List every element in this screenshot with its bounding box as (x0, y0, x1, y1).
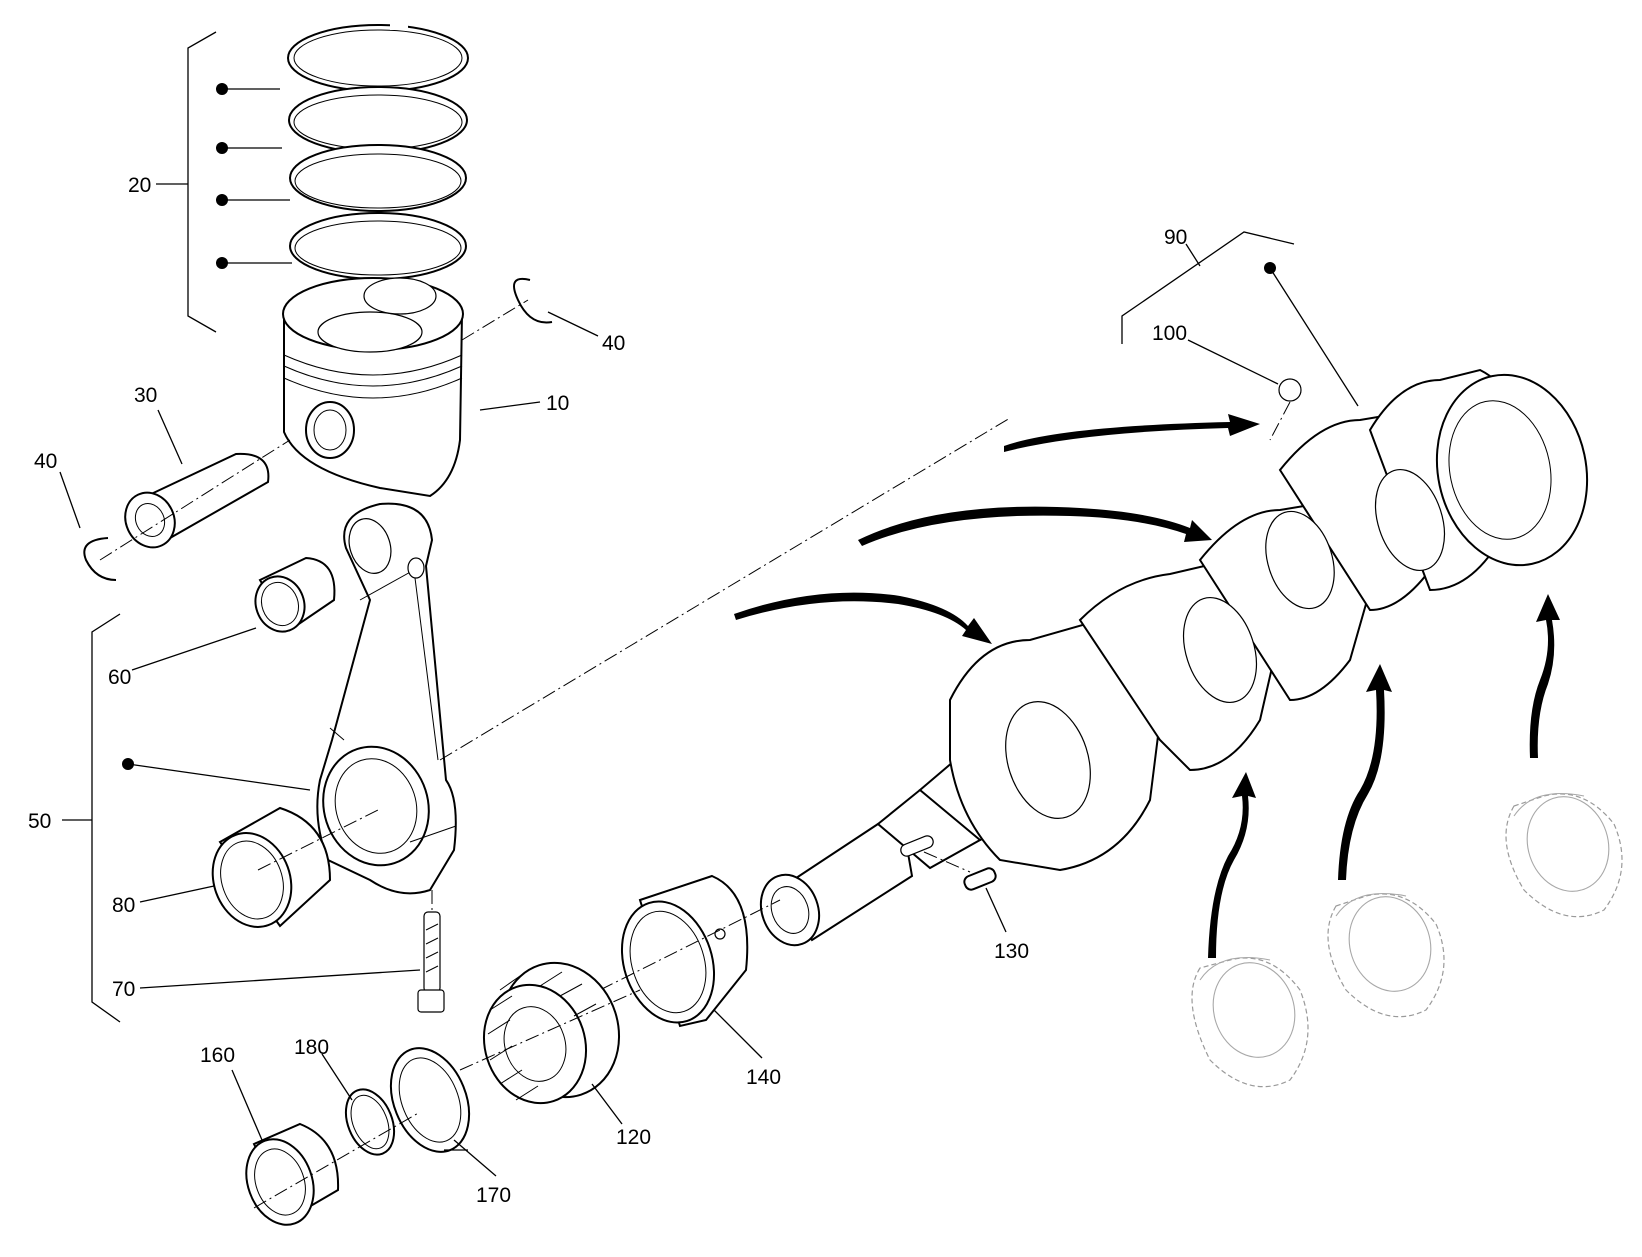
woodruff-key (963, 867, 997, 891)
arrow-lower (734, 592, 992, 644)
piston (282, 277, 464, 498)
bracket-50 (62, 613, 311, 1023)
arrow-upper (1004, 414, 1260, 452)
wear-sleeve (245, 1122, 340, 1226)
callout-80: 80 (112, 894, 135, 917)
leader-lines (59, 311, 1007, 1177)
callout-30: 30 (134, 384, 157, 407)
callout-50: 50 (28, 810, 51, 833)
callout-90: 90 (1164, 226, 1187, 249)
callout-140: 140 (746, 1066, 781, 1089)
piston-pin (124, 452, 270, 549)
bracket-90 (1121, 231, 1359, 407)
crankshaft (759, 368, 1589, 947)
circlip-right (513, 278, 553, 324)
bracket-20 (156, 31, 292, 333)
big-end-bearing (211, 806, 332, 928)
small-end-bush (254, 556, 336, 633)
callout-170: 170 (476, 1184, 511, 1207)
callout-40-left: 40 (34, 450, 57, 473)
callout-40-right: 40 (602, 332, 625, 355)
callout-160: 160 (200, 1044, 235, 1067)
callout-labels: 10 20 30 40 40 50 60 70 80 90 100 120 13… (28, 174, 1187, 1207)
o-ring (344, 1088, 396, 1156)
piston-rings (287, 20, 469, 280)
callout-10: 10 (546, 392, 569, 415)
arrow-middle (858, 506, 1212, 546)
arrow-up-3 (1529, 594, 1560, 758)
callout-120: 120 (616, 1126, 651, 1149)
conrod-bolt (417, 911, 445, 1013)
plug (1187, 339, 1302, 402)
callout-60: 60 (108, 666, 131, 689)
arrow-up-2 (1338, 664, 1392, 880)
thrust-ring (620, 874, 749, 1028)
callout-70: 70 (112, 978, 135, 1001)
callout-130: 130 (994, 940, 1029, 963)
main-bearing-ghost-1 (1191, 957, 1309, 1088)
callout-100: 100 (1152, 322, 1187, 345)
connecting-rod (316, 502, 457, 895)
arrow-up-1 (1208, 772, 1256, 958)
callout-20: 20 (128, 174, 151, 197)
crank-gear (482, 961, 621, 1105)
main-bearing-ghost-2 (1327, 893, 1445, 1018)
circlip-left (83, 537, 117, 581)
main-bearing-ghost-3 (1505, 793, 1623, 918)
callout-180: 180 (294, 1036, 329, 1059)
